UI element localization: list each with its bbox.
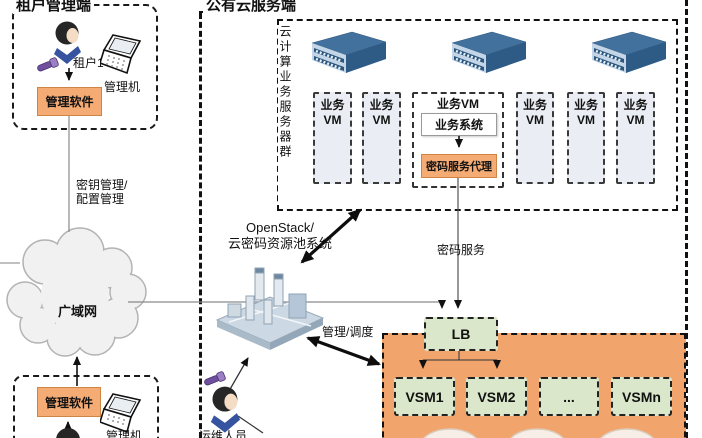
laptop-icon <box>100 34 142 75</box>
ops-person-icon <box>210 386 241 433</box>
tenant-person-icon <box>54 21 81 64</box>
openstack-platform-icon <box>215 267 325 350</box>
bottom-person-icon <box>56 428 80 438</box>
vm-box-4: 业务 VM <box>516 92 554 184</box>
tenant-machine-label: 管理机 <box>104 80 141 94</box>
vm-label: VM <box>526 113 544 127</box>
vsm1-box: VSM1 <box>394 377 455 416</box>
manage-schedule-label: 管理/调度 <box>322 325 374 339</box>
vsm2-box: VSM2 <box>466 377 527 416</box>
vm-label: 业务 <box>369 98 394 112</box>
openstack-label: OpenStack/ 云密码资源池系统 <box>200 220 360 252</box>
vm-label: VM <box>323 113 342 127</box>
vm-label: 业务 <box>623 98 648 112</box>
bottom-machine-label: 管理机 <box>106 429 143 438</box>
vm-label: VM <box>372 113 391 127</box>
crypto-agent-box: 密码服务代理 <box>421 154 497 178</box>
tenant-box-title: 租户管理端 <box>13 0 95 14</box>
vsmn-box: VSMn <box>611 377 672 416</box>
main-vm-title: 业务VM <box>436 97 479 111</box>
server-cluster-vertical-label: 云计算业务服务器群 <box>278 25 292 203</box>
ops-person-label: 运维人员 <box>199 429 248 438</box>
vm-label: VM <box>626 113 645 127</box>
key-mgmt-line2: 配置管理 <box>76 192 125 206</box>
laptop-icon <box>100 393 142 434</box>
server-stack-icon <box>451 31 527 73</box>
server-stack-icon <box>591 31 667 73</box>
business-system-box: 业务系统 <box>421 113 497 136</box>
vm-box-6: 业务 VM <box>616 92 655 184</box>
vm-label: 业务 <box>522 98 547 112</box>
vm-label: 业务 <box>573 98 598 112</box>
wan-cloud <box>6 227 147 357</box>
vm-label: VM <box>577 113 595 127</box>
vm-box-1: 业务 VM <box>313 92 352 184</box>
public-cloud-title: 公有云服务端 <box>203 0 300 14</box>
public-cloud-right-border <box>685 0 688 438</box>
vm-box-2: 业务 VM <box>362 92 401 184</box>
lb-box: LB <box>424 317 498 351</box>
openstack-line1: OpenStack/ <box>246 220 314 235</box>
vsm-ellipsis-box: ... <box>539 377 599 416</box>
key-mgmt-line1: 密钥管理/ <box>76 178 128 192</box>
bottom-software-box: 管理软件 <box>37 387 101 417</box>
vm-label: 业务 <box>320 98 345 112</box>
bottom-admin-box <box>13 375 159 438</box>
public-cloud-left-border <box>199 13 202 438</box>
crypto-service-label: 密码服务 <box>437 243 486 257</box>
server-stack-icon <box>311 31 387 73</box>
wan-label: 广域网 <box>58 304 98 319</box>
key-icon <box>204 371 226 386</box>
openstack-line2: 云密码资源池系统 <box>227 236 332 251</box>
tenant-software-box: 管理软件 <box>37 87 102 116</box>
crypto-machine-partials <box>423 428 654 438</box>
tenant-user-label: 租户1 <box>73 56 104 70</box>
key-mgmt-label: 密钥管理/ 配置管理 <box>76 178 127 206</box>
vm-box-5: 业务 VM <box>567 92 605 184</box>
key-icon <box>37 57 59 72</box>
